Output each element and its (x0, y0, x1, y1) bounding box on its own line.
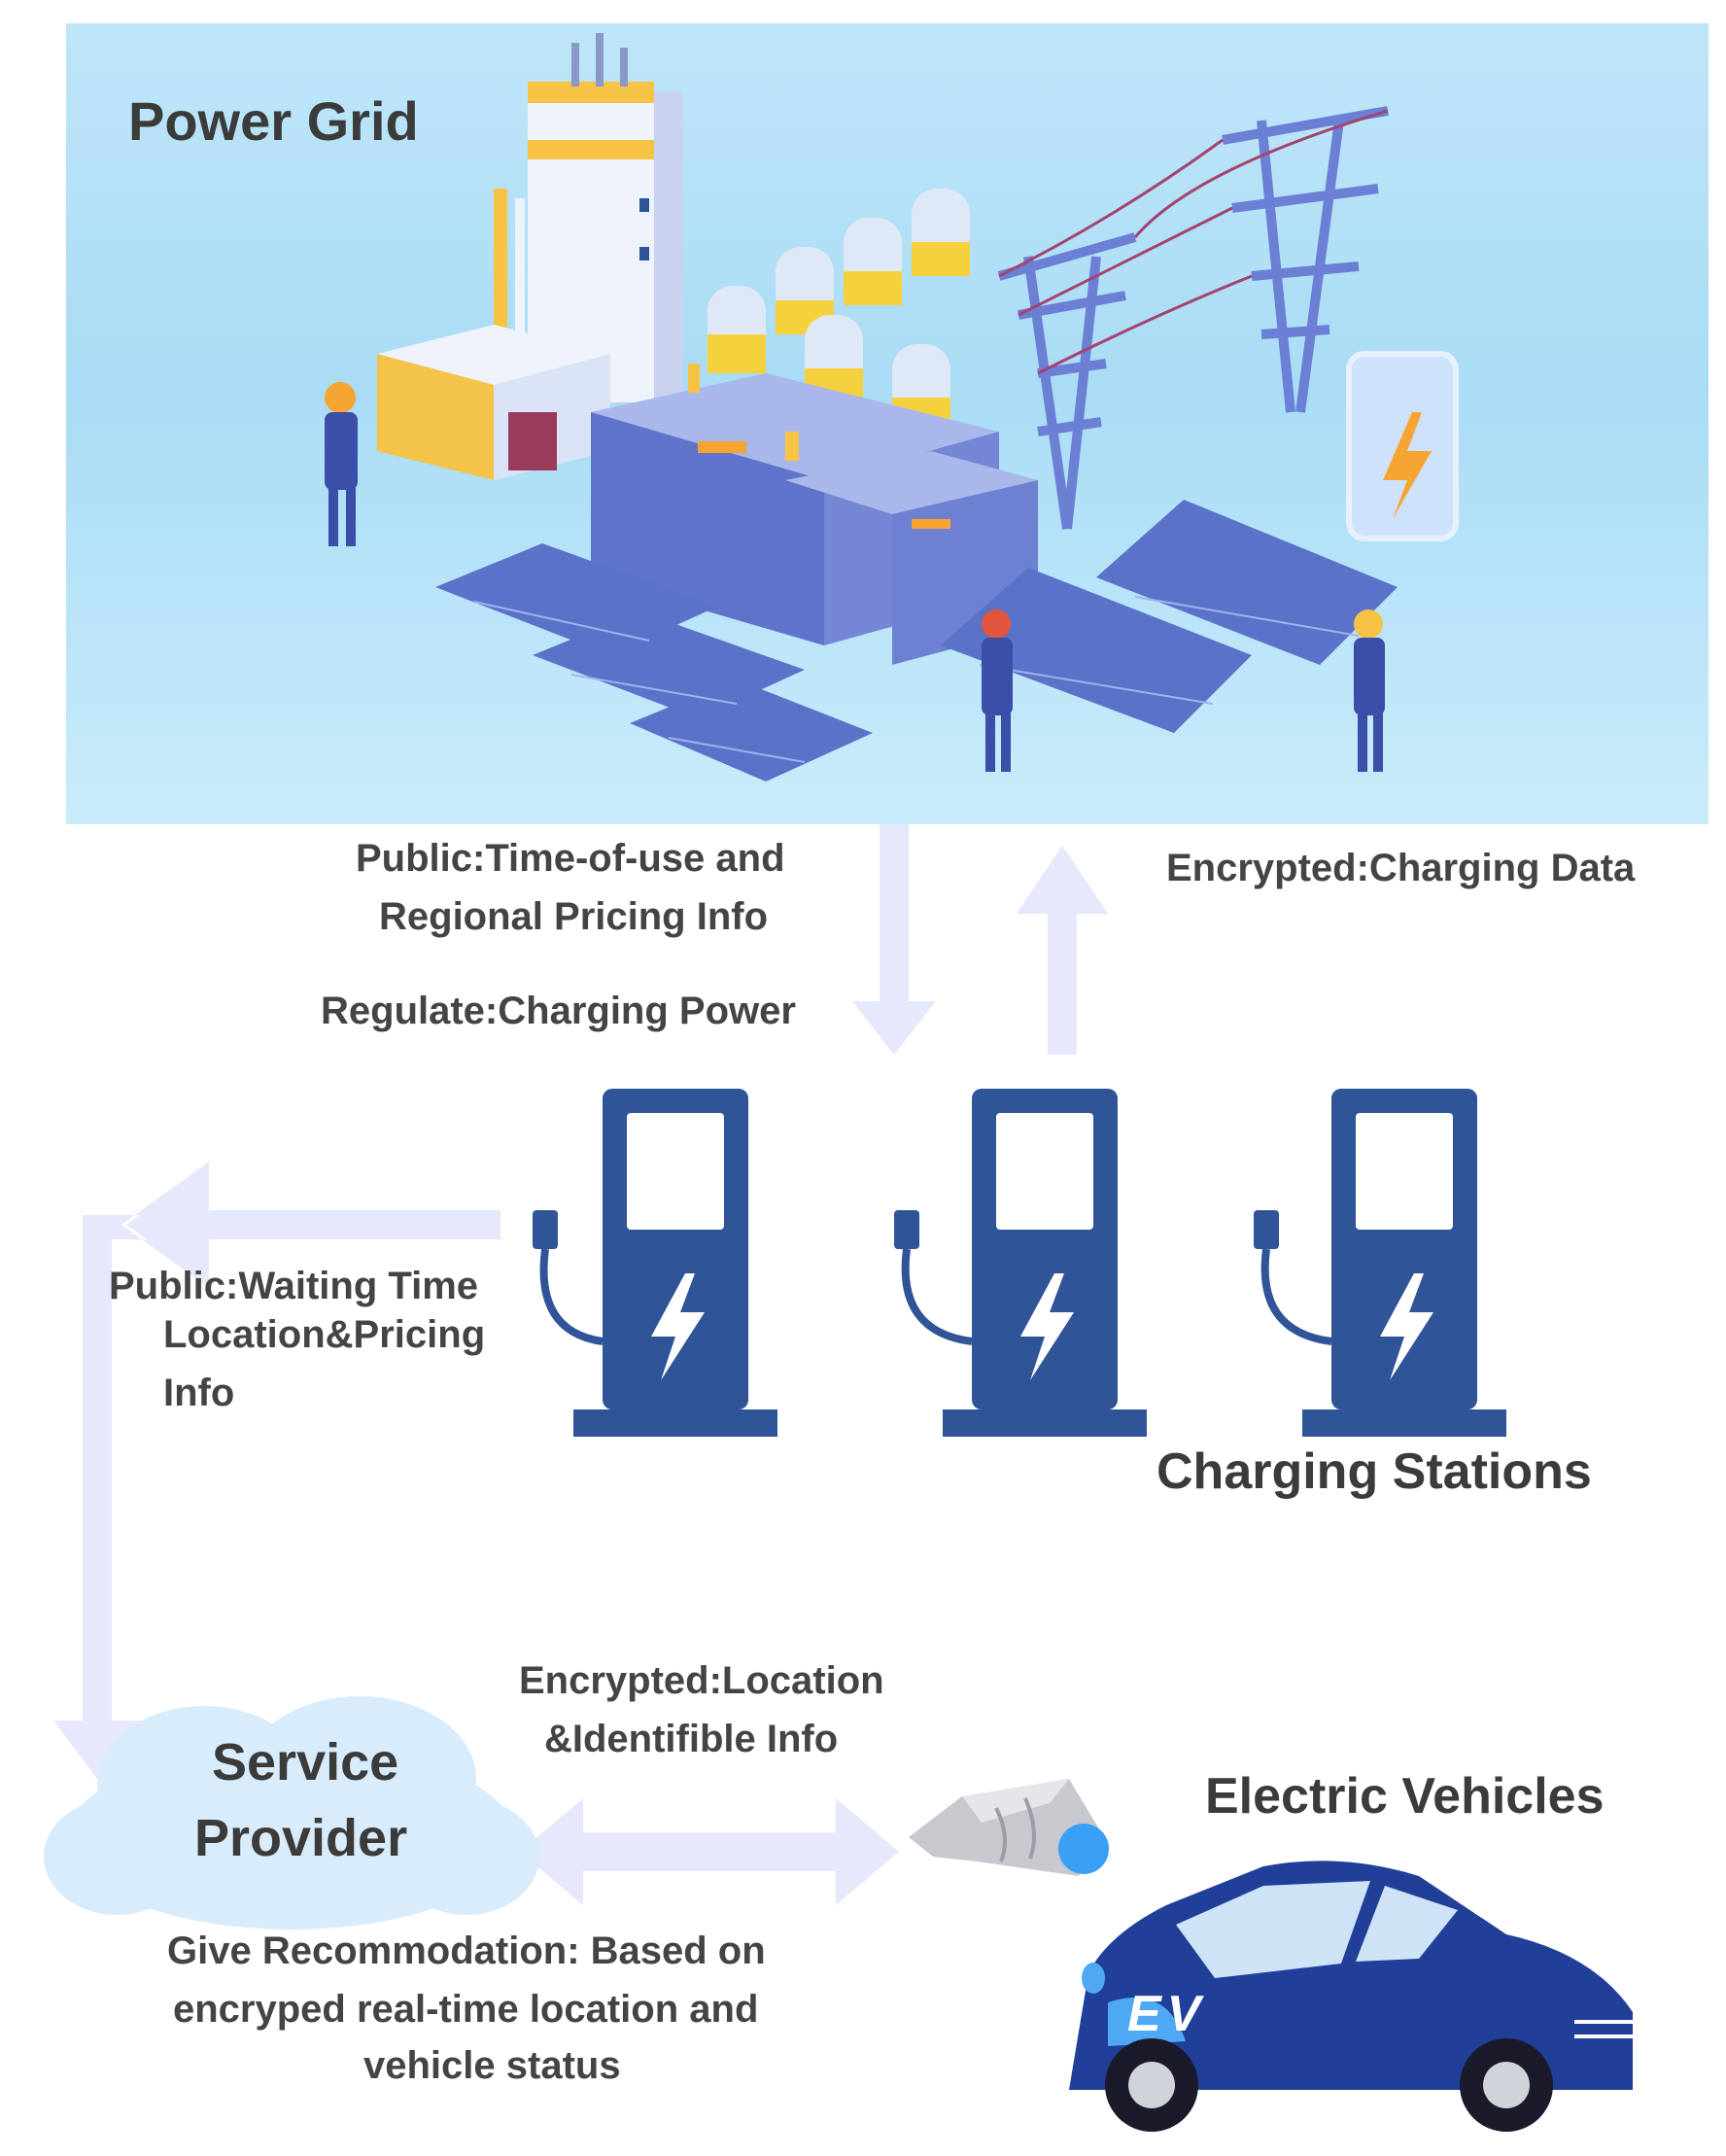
encrypted-charging-data-label: Encrypted:Charging Data (1166, 847, 1636, 889)
encrypted-location-label-line2: &Identifible Info (544, 1718, 839, 1760)
energy-sign (1346, 351, 1459, 541)
waiting-time-label-line3: Info (163, 1372, 235, 1414)
recommendation-label-line3: vehicle status (363, 2044, 621, 2087)
charging-stations-title: Charging Stations (1156, 1443, 1592, 1500)
power-grid-title: Power Grid (128, 90, 419, 152)
grid-pricing-label-line1: Public:Time-of-use and (356, 837, 785, 880)
charging-stations-illustration (533, 1089, 777, 1437)
arrow-stations-to-grid (1017, 846, 1108, 1055)
grid-pricing-label-line2: Regional Pricing Info (379, 895, 769, 938)
arrow-provider-vehicle (520, 1798, 899, 1905)
charging-plug-icon (909, 1779, 1109, 1876)
recommendation-label-line1: Give Recommodation: Based on (167, 1930, 766, 1972)
electric-vehicles-title: Electric Vehicles (1205, 1768, 1605, 1825)
arrow-grid-to-stations (852, 824, 936, 1055)
car-ev-badge: EV (1127, 1986, 1207, 2042)
waiting-time-label-line1: Public:Waiting Time (109, 1265, 479, 1307)
service-provider-line1: Service (212, 1733, 399, 1791)
electric-car-illustration (1069, 1860, 1633, 2132)
power-lines (998, 109, 1389, 375)
charging-station-3-illustration (1254, 1089, 1506, 1437)
service-provider-line2: Provider (194, 1809, 408, 1867)
power-grid-illustration (325, 33, 1459, 782)
solar-panels (435, 500, 1398, 782)
workers (325, 382, 1385, 772)
power-grid-panel: Power Grid (66, 23, 1709, 824)
charging-station-1 (533, 1089, 777, 1437)
control-building (377, 325, 610, 480)
waiting-time-label-line2: Location&Pricing (163, 1313, 486, 1356)
service-provider-cloud (44, 1696, 539, 1930)
regulate-power-label: Regulate:Charging Power (321, 990, 796, 1032)
arrow-stations-to-provider (53, 1162, 501, 1779)
transmission-towers (997, 106, 1389, 530)
charging-station-2-illustration (894, 1089, 1147, 1437)
recommendation-label-line2: encryped real-time location and (173, 1988, 759, 2031)
encrypted-location-label-line1: Encrypted:Location (519, 1659, 884, 1702)
